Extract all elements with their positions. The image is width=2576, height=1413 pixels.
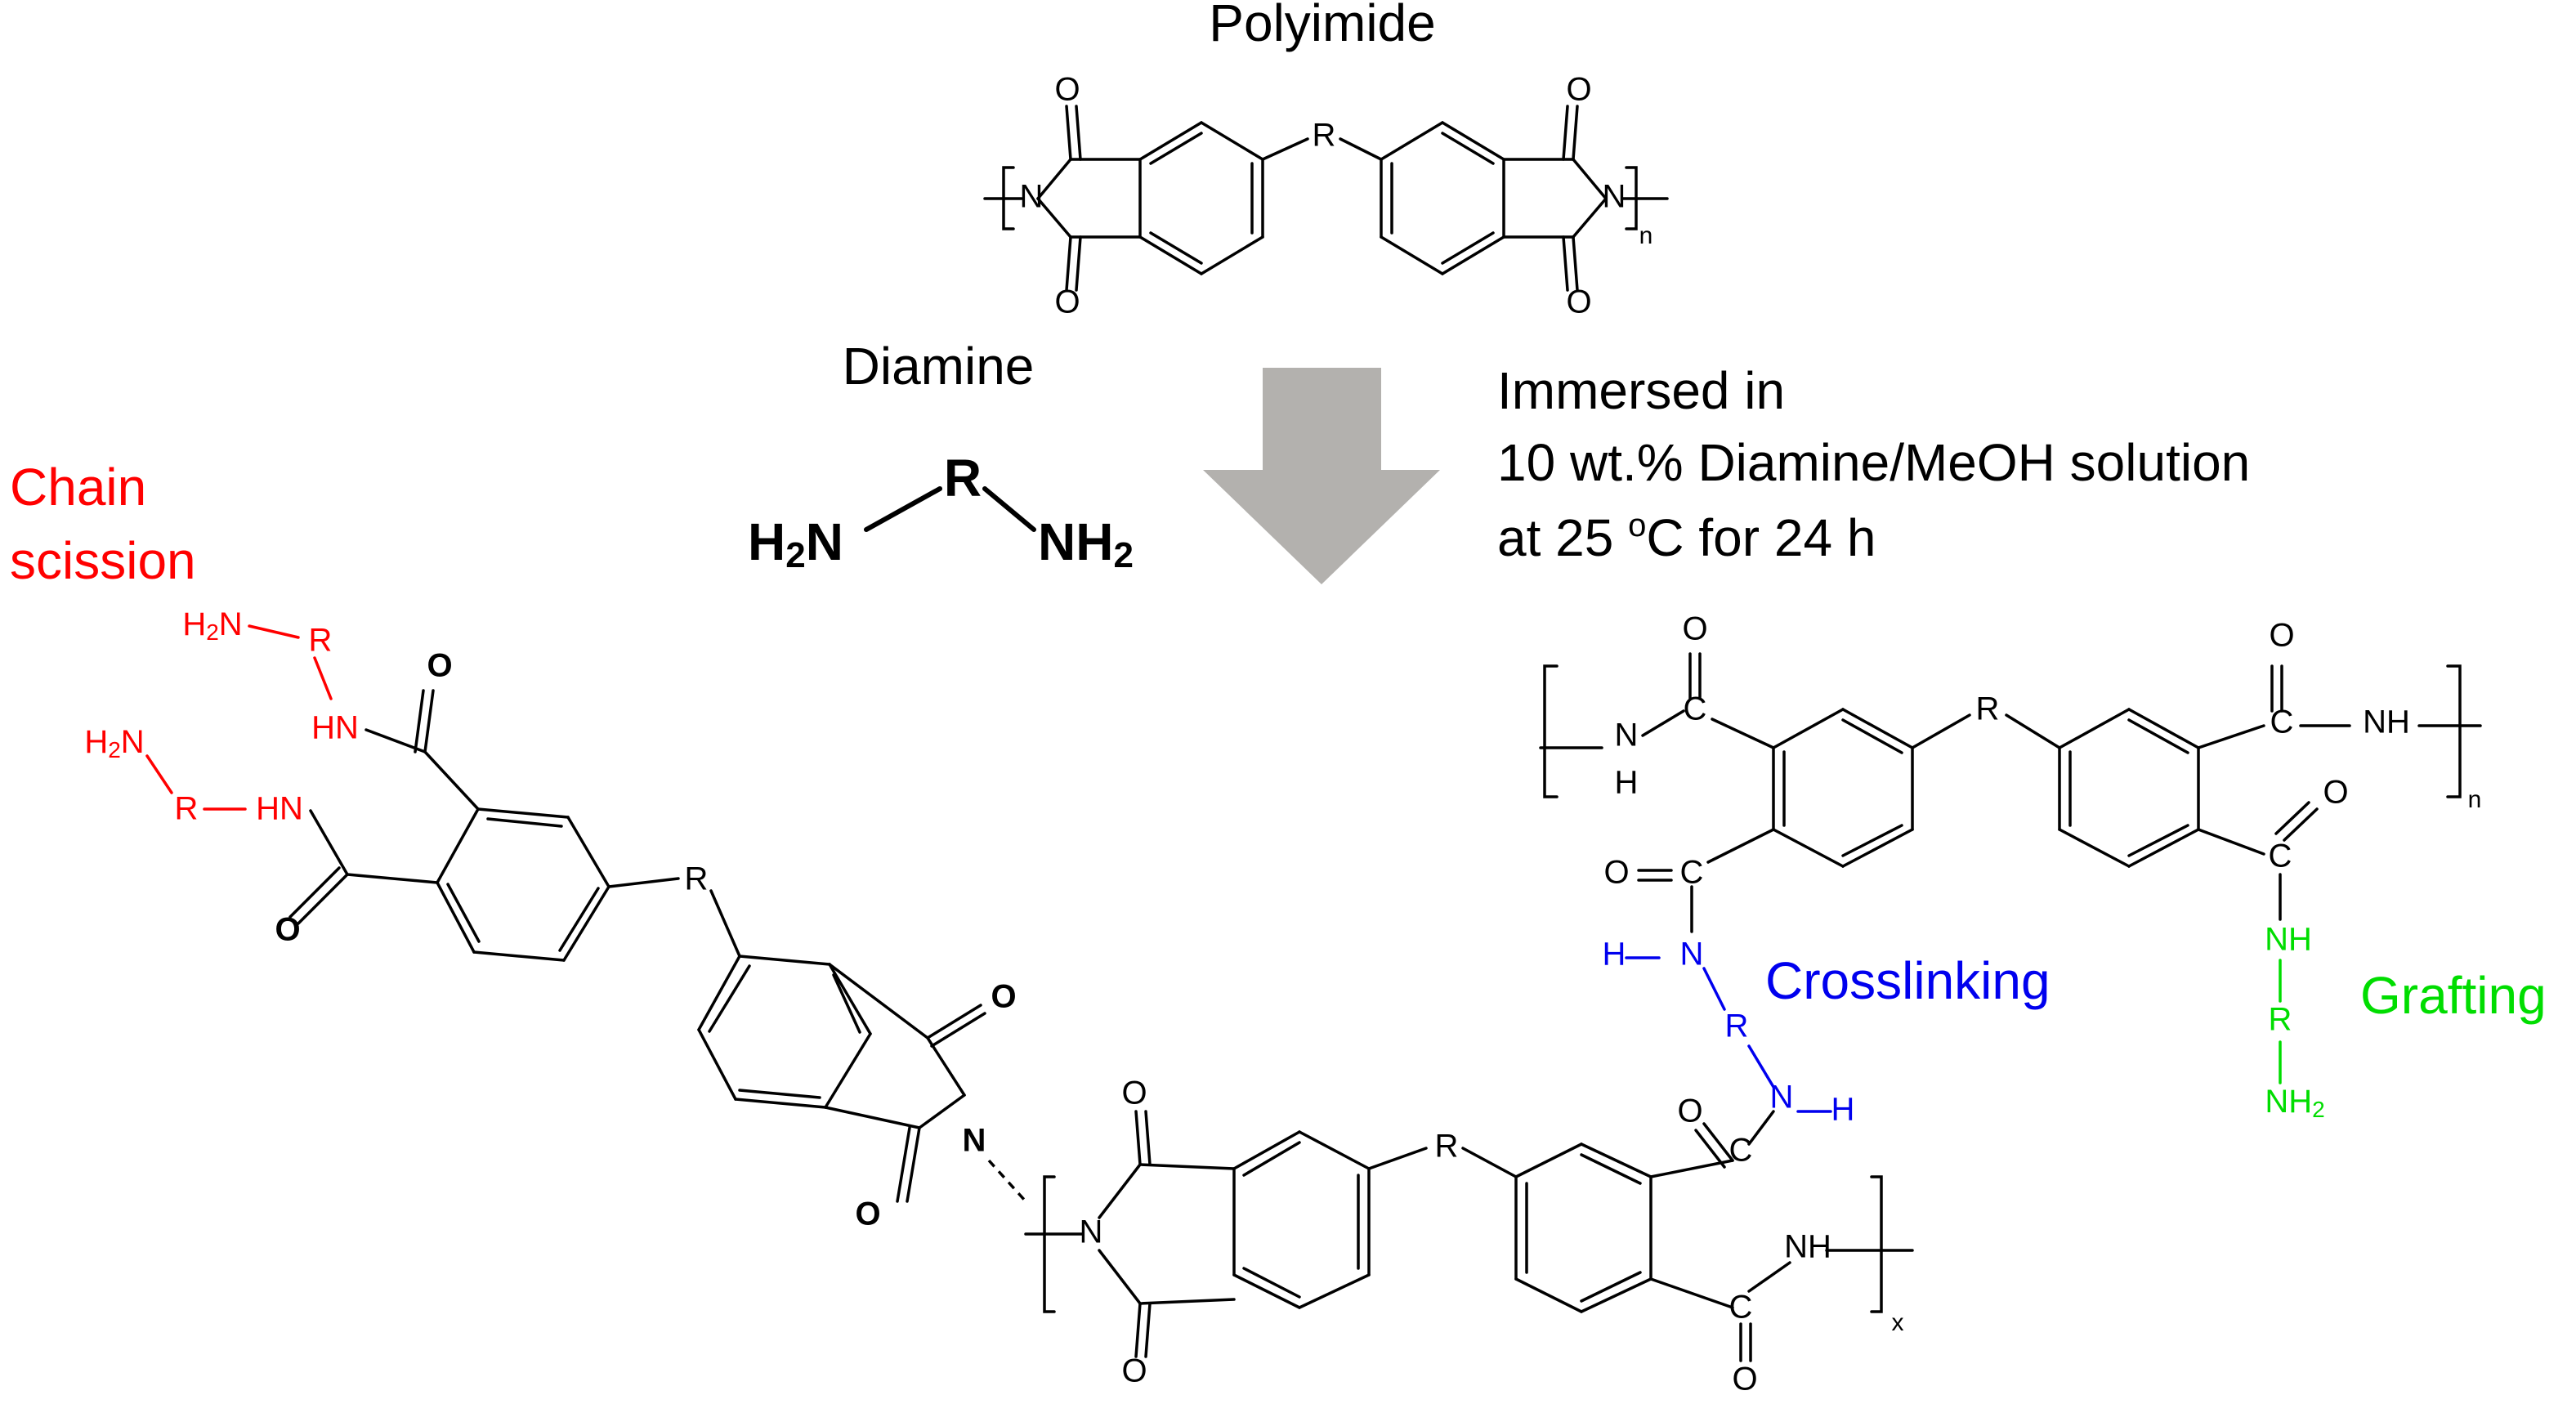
svg-text:NH2: NH2: [2265, 1084, 2324, 1123]
partially-opened-polyimide: N O O R C O C O NH x: [1024, 1075, 1914, 1397]
reaction-arrow: [1203, 368, 1440, 584]
svg-text:R: R: [175, 791, 199, 827]
svg-text:n: n: [2468, 786, 2482, 813]
chain-scission-label-line2: scission: [10, 531, 196, 590]
svg-text:R: R: [2269, 1002, 2292, 1038]
svg-text:R: R: [944, 449, 982, 508]
svg-text:N: N: [1615, 718, 1639, 753]
svg-text:H: H: [1831, 1092, 1855, 1128]
svg-text:N: N: [1603, 179, 1626, 215]
svg-text:O: O: [427, 648, 452, 684]
svg-text:C: C: [1729, 1290, 1753, 1326]
svg-text:Immersed in: Immersed in: [1497, 361, 1785, 420]
svg-text:O: O: [1603, 855, 1629, 891]
svg-text:R: R: [1725, 1008, 1749, 1044]
svg-text:C: C: [2269, 838, 2292, 874]
crosslinking-bridge: H N R N H Crosslinking: [1603, 937, 2051, 1128]
svg-text:N: N: [1680, 937, 1704, 973]
svg-text:R: R: [309, 623, 333, 659]
svg-text:O: O: [1566, 72, 1591, 108]
svg-text:N: N: [1020, 179, 1044, 215]
reaction-conditions: Immersed in 10 wt.% Diamine/MeOH solutio…: [1497, 361, 2250, 567]
svg-text:HN: HN: [311, 710, 359, 746]
chain-scission-fragment: H2N R HN H2N R HN: [84, 606, 1027, 1232]
diamine-label: Diamine: [843, 337, 1035, 396]
svg-text:C: C: [1684, 691, 1707, 727]
svg-text:HN: HN: [256, 791, 303, 827]
svg-text:H: H: [1603, 937, 1626, 973]
svg-text:O: O: [2323, 775, 2348, 811]
svg-text:n: n: [1639, 222, 1653, 249]
svg-text:O: O: [1121, 1353, 1147, 1389]
grafting-label: Grafting: [2360, 966, 2547, 1025]
svg-text:C: C: [2270, 704, 2294, 740]
svg-text:x: x: [1892, 1309, 1904, 1336]
polyimide-structure: N R N O O O O n: [983, 72, 1669, 320]
svg-text:O: O: [1121, 1075, 1147, 1111]
svg-text:NH: NH: [2363, 704, 2410, 740]
svg-text:O: O: [2269, 618, 2294, 654]
svg-text:O: O: [991, 979, 1016, 1015]
polyimide-title: Polyimide: [1209, 0, 1435, 52]
svg-text:O: O: [275, 912, 300, 948]
poly-amide-structure: N H C O R C O NH C O C O n: [1539, 611, 2482, 933]
svg-text:R: R: [1313, 118, 1336, 154]
svg-text:O: O: [1677, 1093, 1702, 1129]
svg-text:C: C: [1680, 855, 1704, 891]
svg-text:10 wt.% Diamine/MeOH solution: 10 wt.% Diamine/MeOH solution: [1497, 433, 2250, 492]
svg-text:H2N: H2N: [182, 606, 242, 646]
svg-text:NH: NH: [2265, 922, 2312, 958]
svg-text:O: O: [1054, 72, 1080, 108]
svg-text:R: R: [1435, 1129, 1459, 1165]
svg-text:NH: NH: [1784, 1229, 1831, 1265]
svg-text:H2N: H2N: [748, 512, 843, 575]
svg-text:at 25 oC for 24 h: at 25 oC for 24 h: [1497, 508, 1876, 567]
grafting-arm: NH R NH2 Grafting: [2265, 873, 2547, 1123]
chain-scission-label: Chain: [10, 458, 146, 516]
svg-text:N: N: [963, 1123, 986, 1159]
svg-text:R: R: [685, 861, 709, 897]
diamine-structure: R H2N NH2: [748, 449, 1134, 575]
svg-text:O: O: [1682, 611, 1707, 647]
svg-text:R: R: [1976, 691, 2000, 727]
svg-text:N: N: [1770, 1080, 1794, 1116]
svg-text:O: O: [1566, 284, 1591, 320]
svg-text:C: C: [1729, 1133, 1753, 1169]
svg-text:N: N: [1080, 1214, 1103, 1250]
svg-text:H: H: [1615, 765, 1639, 801]
crosslinking-label: Crosslinking: [1765, 951, 2051, 1010]
svg-text:O: O: [1732, 1362, 1757, 1397]
svg-text:H2N: H2N: [84, 724, 144, 763]
svg-text:O: O: [855, 1196, 880, 1232]
svg-text:O: O: [1054, 284, 1080, 320]
svg-text:NH2: NH2: [1038, 512, 1134, 575]
